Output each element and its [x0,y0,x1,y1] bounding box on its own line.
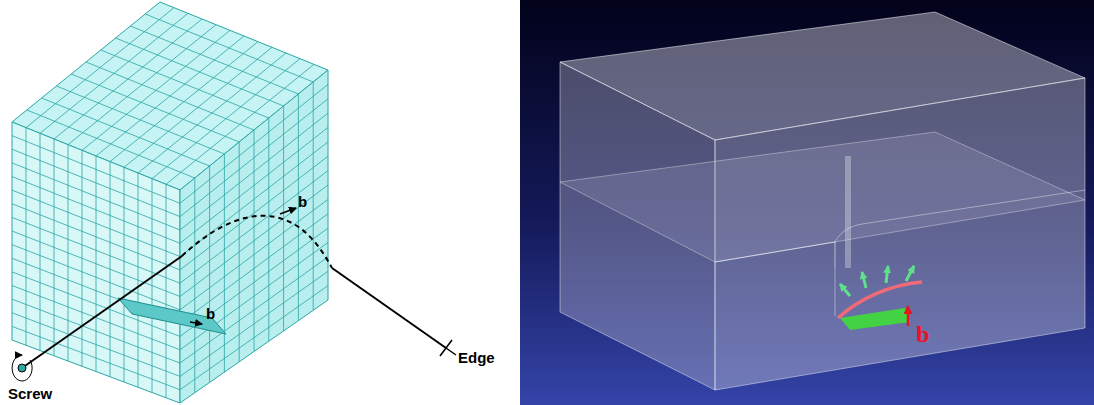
cube-front-face [12,122,180,403]
lattice-line [12,163,180,230]
lattice-line [12,177,180,244]
cube-side-face [180,70,328,403]
motion-arrow [862,272,866,288]
lattice-line [12,136,180,204]
lattice-line [26,8,174,128]
screw-label: Screw [8,386,52,401]
lattice-line [12,272,180,337]
lattice-line [180,286,328,390]
dislocation-line [22,256,182,368]
lattice-line [68,25,216,145]
motion-arrow [840,284,850,296]
edge-label: Edge [458,350,495,365]
slip-plane [118,298,226,334]
dislocation-line [838,282,922,318]
screw-point [18,364,26,372]
step-edge [715,242,835,268]
lattice-line [138,53,286,173]
burgers-vector-label: b [916,322,929,346]
lattice-line [180,156,328,270]
lattice-line [180,243,328,350]
burgers-arrow [907,306,910,326]
lattice-line [12,204,180,270]
lattice-line [96,36,244,156]
burgers-arrow [280,208,296,214]
lattice-line [180,214,328,323]
motion-arrow [906,266,914,281]
dislocation-line-hidden [182,216,332,268]
lattice-line [12,190,180,256]
lattice-line [40,13,188,133]
lattice-line [180,185,328,297]
slipped-region [840,308,910,330]
lattice-line [12,217,180,283]
lattice-line [180,142,328,257]
lattice-line [166,64,314,184]
lattice-line [180,171,328,284]
screw-rotation [12,355,32,381]
lattice-line [180,257,328,363]
motion-arrow [886,266,888,283]
lattice-line [152,59,300,179]
lattice-line [12,245,180,310]
lattice-line [124,47,272,167]
crystal-block [560,12,1085,390]
burgers-vector-label: b [298,194,307,209]
burgers-vector-label: b [206,306,215,321]
lattice-line [110,42,258,162]
lattice-line [180,113,328,230]
render-background [520,0,1094,405]
lattice-line [12,231,180,297]
lattice-line [82,30,230,150]
edge-symbol [440,340,456,356]
burgers-arrow [190,322,202,324]
dislocation-line [332,268,446,348]
slip-plane [560,132,1085,262]
lattice-line [12,313,180,377]
lattice-cube [12,2,456,403]
lattice-grid [12,8,328,398]
lattice-line [54,19,202,139]
step-surface [845,156,851,268]
